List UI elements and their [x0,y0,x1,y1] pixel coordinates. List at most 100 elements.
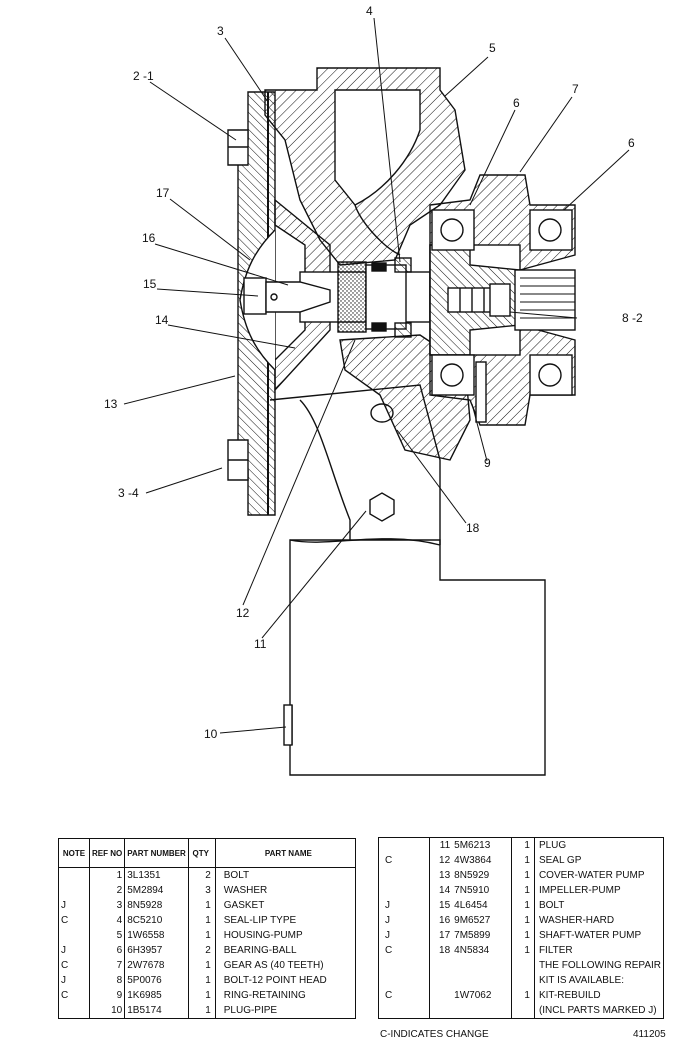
row-ref-no [430,1003,452,1019]
row-note [378,958,431,973]
water-pump-exploded-diagram: 2 -1 3 4 5 6 7 6 17 16 15 14 8 -2 13 9 3… [104,4,643,776]
row-part-name: FILTER [538,945,573,956]
callout-13: 13 [104,397,118,411]
row-note [378,868,431,883]
ball-bearing-lower-right [529,354,573,396]
row-part-name: (INCL PARTS MARKED J) [538,1005,657,1016]
row-part-number: 9M6527 [452,913,513,928]
row-qty: 2 [188,867,216,883]
row-qty: 1 [188,958,216,973]
header-ref-no: REF NO [89,838,126,868]
table-row: THE FOLLOWING REPAIR [378,958,664,973]
row-part-name: HOUSING-PUMP [223,930,303,941]
callout-labels: 2 -1 3 4 5 6 7 6 17 16 15 14 8 -2 13 9 3… [104,4,643,741]
ball-bearing-lower-left [431,354,475,396]
drive-gear [514,269,576,331]
row-part-name: THE FOLLOWING REPAIR [538,960,661,971]
row-part-name: GEAR AS (40 TEETH) [223,960,324,971]
table-row: KIT IS AVAILABLE: [378,973,664,988]
row-note: C [58,913,90,928]
row-qty: 2 [188,943,216,958]
row-part-number: 4N5834 [452,943,513,958]
seal-group [337,261,367,333]
row-part-number: 8C5210 [124,913,189,928]
table-header-row: NOTE REF NO PART NUMBER QTY PART NAME [58,838,356,868]
row-part-number [452,973,513,988]
retaining-ring [475,361,487,423]
callout-17: 17 [156,186,170,200]
row-part-name: WASHER [223,885,268,896]
row-part-number [452,958,513,973]
callout-6-right: 6 [628,136,635,150]
row-ref-no: 11 [439,840,451,851]
row-part-number: 6H3957 [124,943,189,958]
row-part-name: SHAFT-WATER PUMP [538,930,642,941]
header-part-name: PART NAME [215,838,356,868]
row-note [378,973,431,988]
row-part-number: 1W7062 [452,988,513,1003]
row-part-number: 5M6213 [452,837,513,853]
row-note: C [58,988,90,1003]
row-qty: 1 [511,943,535,958]
row-part-number: 5P0076 [124,973,189,988]
callout-2-1: 2 -1 [133,69,154,83]
row-qty: 1 [188,928,216,943]
row-part-name: BOLT-12 POINT HEAD [223,975,327,986]
row-part-number [452,1003,513,1019]
row-note: C [378,943,431,958]
row-ref-no [430,958,452,973]
row-part-number: 7M5899 [452,928,513,943]
row-qty: 1 [188,913,216,928]
row-ref-no: 6 [89,943,126,958]
row-part-name: IMPELLER-PUMP [538,885,621,896]
row-ref-no: 15 [439,900,451,911]
row-part-name: KIT-REBUILD [538,990,601,1001]
row-ref-no [430,973,452,988]
mounting-bracket [289,539,546,776]
callout-10: 10 [204,727,218,741]
callout-9: 9 [484,456,491,470]
row-qty: 1 [188,898,216,913]
row-qty: 1 [511,928,535,943]
row-note [378,1003,431,1019]
row-qty: 1 [511,988,535,1003]
row-part-name: GASKET [223,900,265,911]
callout-7: 7 [572,82,579,96]
row-part-number: 4W3864 [452,853,513,868]
row-note: J [378,898,431,913]
header-qty: QTY [188,838,216,868]
row-note [378,883,431,898]
row-note: C [378,853,431,868]
row-part-number: 1W6558 [124,928,189,943]
row-qty: 1 [188,973,216,988]
row-part-number: 5M2894 [124,883,189,898]
row-part-name: PLUG [538,840,567,851]
row-qty: 1 [511,898,535,913]
row-part-number: 8N5928 [124,898,189,913]
row-part-name: SEAL GP [538,855,582,866]
row-ref-no: 17 [439,930,451,941]
row-ref-no: 1 [89,867,126,883]
callout-18: 18 [466,521,480,535]
header-note: NOTE [58,838,90,868]
table-row: (INCL PARTS MARKED J) [378,1003,664,1019]
row-note [58,1003,90,1019]
row-ref-no: 12 [439,855,451,866]
row-ref-no: 16 [439,915,451,926]
row-part-number: 8N5929 [452,868,513,883]
row-ref-no: 5 [89,928,126,943]
row-ref-no: 8 [89,973,126,988]
